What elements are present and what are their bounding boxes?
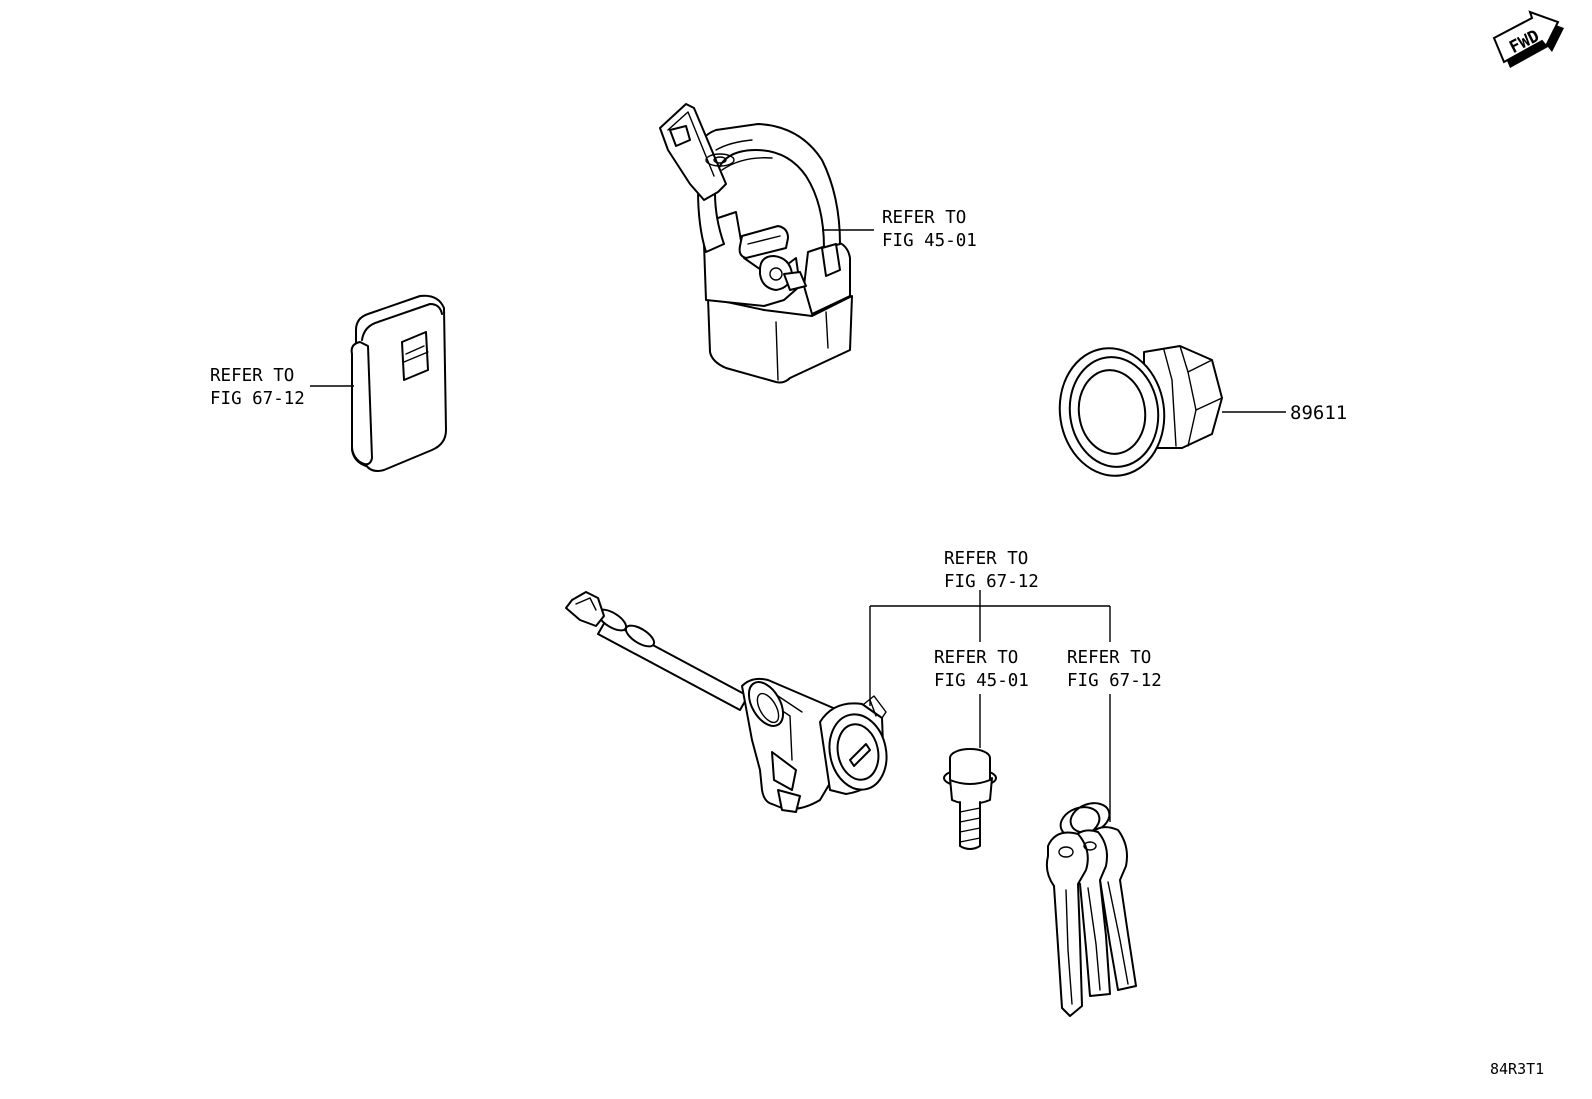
- keys-ref-line1: REFER TO: [1067, 648, 1151, 668]
- drawing-code: 84R3T1: [1490, 1060, 1544, 1078]
- cylinder-group-bracket: [869, 590, 1111, 706]
- keys-ref-line2: FIG 67-12: [1067, 671, 1162, 691]
- cylinder-group-ref-line1: REFER TO: [944, 549, 1028, 569]
- screw-illustration: [943, 748, 997, 850]
- lock-cylinder-illustration: [565, 591, 888, 813]
- remote-fob-illustration: [350, 294, 447, 472]
- ignition-switch-ref-line1: REFER TO: [882, 208, 966, 228]
- keys-illustration: [1045, 802, 1137, 1017]
- screw-ref-line1: REFER TO: [934, 648, 1018, 668]
- remote-fob-ref-line1: REFER TO: [210, 366, 294, 386]
- screw-ref-line2: FIG 45-01: [934, 671, 1029, 691]
- cylinder-cover-part-number: 89611: [1290, 402, 1347, 424]
- fwd-arrow-icon: FWD: [1492, 10, 1564, 68]
- remote-fob-ref-line2: FIG 67-12: [210, 389, 305, 409]
- ignition-switch-ref-line2: FIG 45-01: [882, 231, 977, 251]
- ignition-switch-illustration: [659, 103, 853, 384]
- cylinder-cover-illustration: [1058, 345, 1223, 477]
- cylinder-group-ref-line2: FIG 67-12: [944, 572, 1039, 592]
